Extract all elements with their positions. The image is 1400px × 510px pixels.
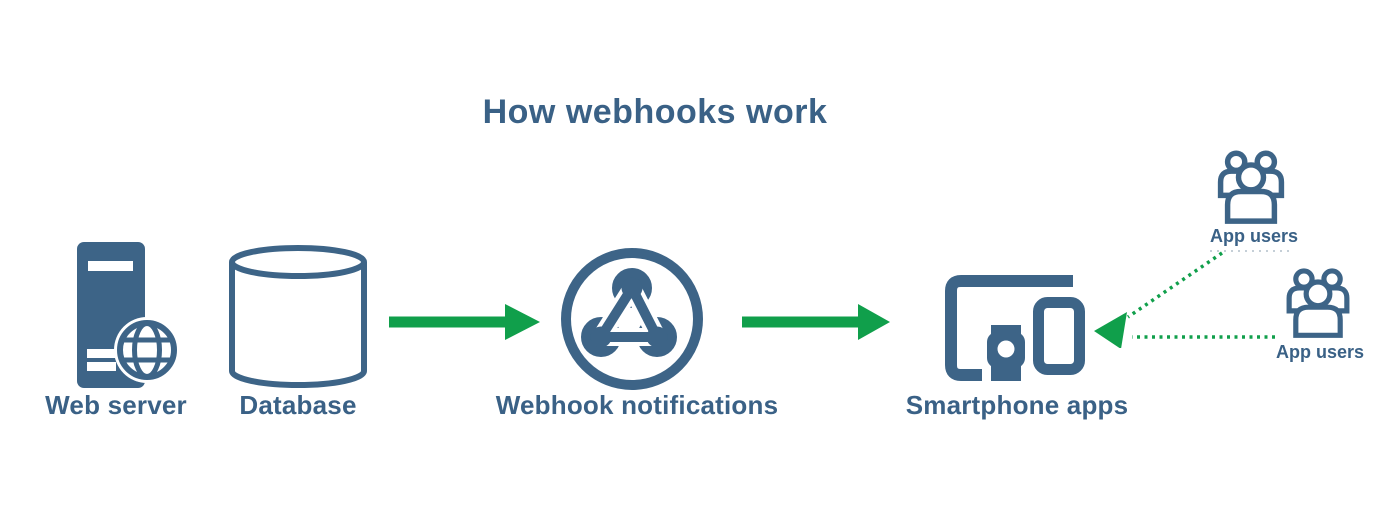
web-server-label: Web server bbox=[45, 390, 187, 420]
dotted-arrows-users-to-smartphone-icon bbox=[1094, 250, 1292, 348]
database-label: Database bbox=[239, 390, 357, 420]
arrow-database-to-webhook-icon bbox=[389, 304, 540, 340]
server-globe-icon bbox=[77, 242, 180, 388]
users-group-icon bbox=[1217, 150, 1285, 224]
users-group-icon bbox=[1286, 268, 1350, 338]
devices-icon bbox=[945, 275, 1085, 381]
webhook-icon bbox=[561, 248, 703, 390]
diagram-title: How webhooks work bbox=[482, 93, 828, 131]
app-users-right-label: App users bbox=[1275, 342, 1365, 362]
arrow-webhook-to-smartphone-icon bbox=[742, 304, 890, 340]
smartphone-apps-label: Smartphone apps bbox=[905, 390, 1129, 420]
webhook-notifications-label: Webhook notifications bbox=[495, 390, 779, 420]
app-users-top-label: App users bbox=[1209, 226, 1299, 246]
database-cylinder-icon bbox=[229, 245, 367, 388]
